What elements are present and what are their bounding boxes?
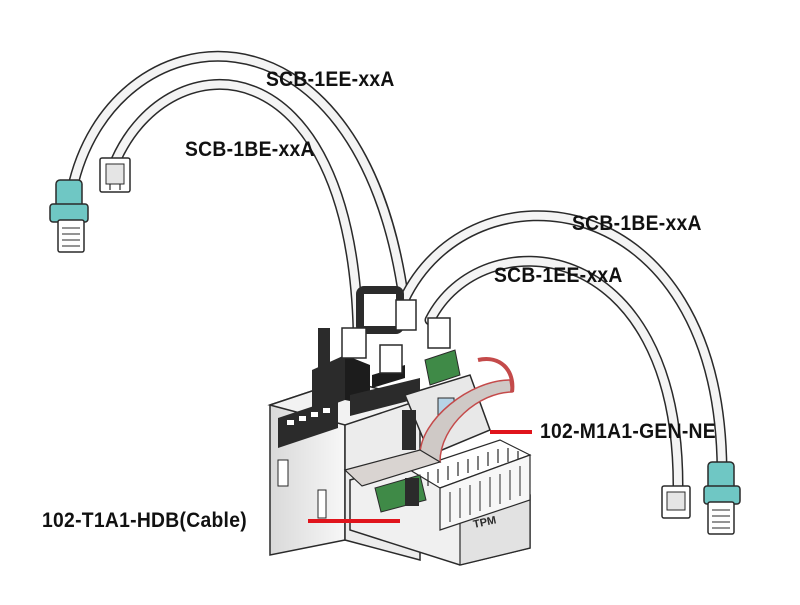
mini-connector-icon bbox=[99, 157, 131, 193]
label-cable-top-be: SCB-1BE-xxA bbox=[185, 138, 315, 161]
mini-connector-icon bbox=[661, 485, 691, 519]
label-cable-right-ee: SCB-1EE-xxA bbox=[494, 264, 623, 287]
label-terminal-cable: 102-T1A1-HDB(Cable) bbox=[42, 509, 247, 532]
rj45-connector-icon bbox=[49, 179, 89, 253]
ribbon-cable bbox=[343, 357, 515, 487]
cable-left-inner bbox=[110, 78, 364, 336]
cable-left-outer bbox=[66, 50, 410, 306]
mini-connector-icon bbox=[341, 299, 451, 374]
cable-right-inner bbox=[424, 255, 684, 496]
rj45-connector-icon bbox=[703, 461, 741, 535]
cable-right-outer bbox=[398, 210, 728, 476]
leader-lines bbox=[308, 430, 532, 523]
label-cable-right-be: SCB-1BE-xxA bbox=[572, 212, 702, 235]
label-module: 102-M1A1-GEN-NE bbox=[540, 420, 716, 443]
label-cable-top-ee: SCB-1EE-xxA bbox=[266, 68, 395, 91]
base-stamp: TPM bbox=[472, 514, 497, 531]
